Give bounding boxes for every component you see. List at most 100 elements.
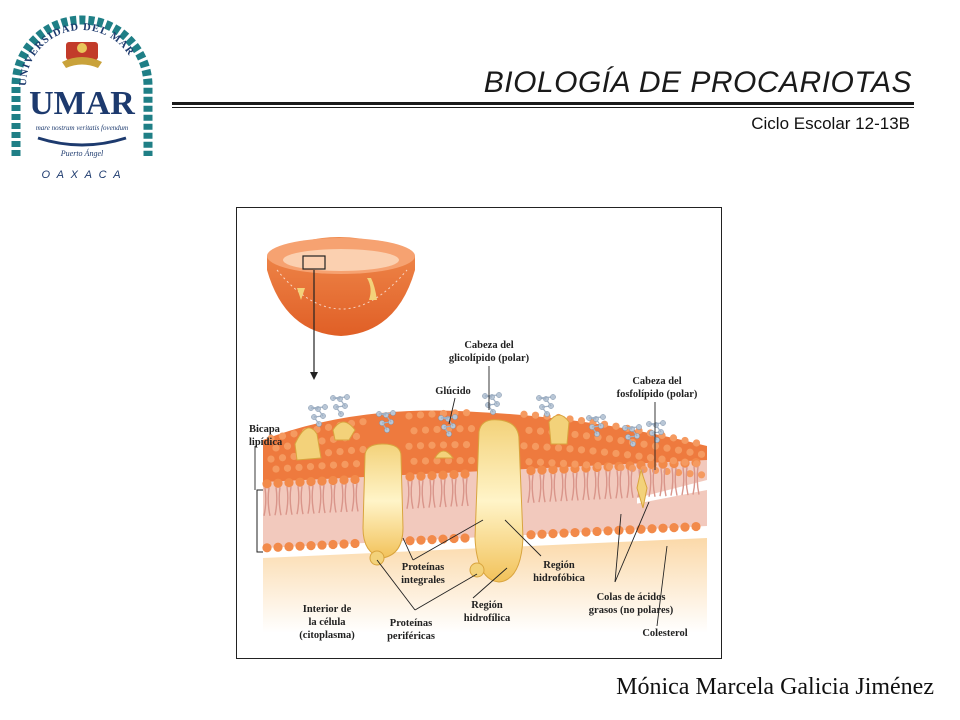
fatty-acid-tail <box>274 487 282 516</box>
surface-head <box>467 456 476 465</box>
label-glycolipid-head-1: Cabeza del <box>464 340 513 351</box>
phospholipid-head <box>438 534 448 544</box>
fatty-acid-tail <box>648 468 656 497</box>
label-tails-1: Colas de ácidos <box>597 592 666 603</box>
surface-head <box>646 454 655 462</box>
surface-head <box>651 442 660 450</box>
surface-head <box>416 442 425 450</box>
phospholipid-head <box>405 472 415 482</box>
surface-head <box>272 444 280 452</box>
phospholipid-head <box>548 465 558 475</box>
label-hydrophilic-2: hidrofílica <box>464 613 511 624</box>
surface-head <box>433 425 441 434</box>
label-bilayer-2: lipídica <box>249 437 283 448</box>
fatty-acid-tail <box>560 472 568 502</box>
phospholipid-head <box>262 479 272 489</box>
fatty-acid-tail <box>670 467 678 496</box>
phospholipid-heads-lower <box>262 521 701 553</box>
phospholipid-head <box>350 538 360 549</box>
surface-head <box>612 449 620 458</box>
phospholipid-head <box>625 525 635 535</box>
fatty-acid-tail <box>285 486 293 515</box>
surface-head <box>324 423 333 431</box>
fatty-acid-tail <box>428 479 436 508</box>
carbohydrate-chains <box>308 392 666 447</box>
protein-surface-right <box>548 414 570 445</box>
carbohydrate-chain <box>330 394 350 417</box>
phospholipid-head <box>526 530 536 540</box>
surface-head <box>439 441 448 449</box>
surface-head <box>617 436 625 445</box>
surface-head <box>462 409 471 417</box>
surface-head <box>559 459 568 468</box>
surface-head <box>456 456 464 465</box>
label-hydrophilic-1: Región <box>471 600 503 611</box>
phospholipid-head <box>581 527 591 537</box>
phospholipid-head <box>460 533 470 543</box>
surface-head <box>577 416 586 425</box>
phospholipid-head <box>537 465 547 475</box>
surface-head <box>525 426 533 434</box>
carbohydrate-chain <box>482 392 502 415</box>
phospholipid-head <box>559 528 569 538</box>
surface-head <box>520 442 528 450</box>
cell-overview-icon <box>267 237 415 336</box>
surface-head <box>577 446 586 454</box>
page-title: BIOLOGÍA DE PROCARIOTAS <box>483 66 912 99</box>
fatty-acid-tail <box>329 484 337 513</box>
surface-head <box>635 452 643 460</box>
surface-head <box>352 432 361 440</box>
label-cholesterol: Colesterol <box>642 628 687 639</box>
surface-head <box>628 464 637 472</box>
phospholipid-head <box>405 536 415 546</box>
phospholipid-head <box>647 460 657 470</box>
surface-head <box>582 461 591 469</box>
surface-head <box>525 458 533 466</box>
fatty-acid-tail <box>571 472 579 501</box>
surface-head <box>278 432 287 440</box>
surface-head <box>295 463 303 472</box>
label-interior-1: Interior de <box>303 604 352 615</box>
surface-head <box>324 449 333 457</box>
phospholipid-head <box>570 527 580 538</box>
phospholipid-head <box>427 471 437 481</box>
phospholipid-head <box>317 476 327 486</box>
label-interior-3: (citoplasma) <box>299 630 355 641</box>
phospholipid-head <box>680 522 690 532</box>
phospholipid-head <box>328 539 338 550</box>
phospholipid-head <box>262 543 272 553</box>
phospholipid-head <box>427 535 437 545</box>
fatty-acid-tail <box>527 474 535 503</box>
surface-head <box>462 440 471 449</box>
surface-head <box>669 434 678 442</box>
label-interior-2: la célula <box>308 617 346 628</box>
phospholipid-head <box>295 541 305 551</box>
surface-head <box>451 409 459 417</box>
phospholipid-head <box>647 524 657 534</box>
label-peripheral-2: periféricas <box>387 631 435 642</box>
phospholipid-head <box>416 471 426 481</box>
fatty-acid-tail <box>538 474 546 503</box>
surface-head <box>681 458 689 466</box>
surface-head <box>697 450 706 458</box>
surface-head <box>336 447 344 456</box>
label-glucido: Glúcido <box>435 386 471 397</box>
surface-head <box>352 460 361 468</box>
surface-head <box>536 427 545 435</box>
fatty-acid-tail <box>263 487 271 516</box>
crest-icon <box>62 42 102 68</box>
fatty-acid-tails <box>263 466 700 516</box>
phospholipid-head <box>350 474 360 485</box>
surface-head <box>692 460 701 468</box>
surface-head <box>686 448 694 456</box>
phospholipid-head <box>669 523 679 533</box>
surface-head <box>531 411 540 419</box>
protein-surface-mid <box>434 450 454 459</box>
surface-head <box>531 442 540 451</box>
surface-head <box>267 434 275 442</box>
fatty-acid-tail <box>296 486 304 515</box>
surface-head <box>306 463 315 471</box>
surface-head <box>605 462 614 471</box>
phospholipid-head <box>658 523 668 533</box>
phospholipid-head <box>273 542 283 552</box>
